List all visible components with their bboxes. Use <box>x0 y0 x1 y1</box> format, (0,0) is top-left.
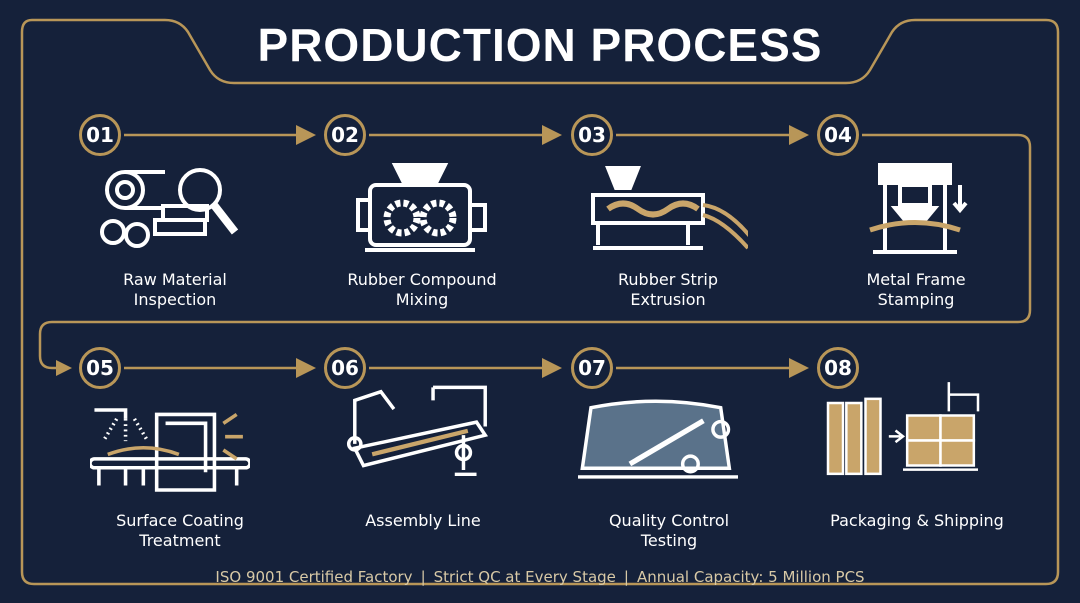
label-line: Raw Material <box>123 270 227 289</box>
stamping-press-icon <box>869 163 968 254</box>
label-line: Treatment <box>139 531 221 550</box>
outer-border <box>20 18 1060 586</box>
label-line: Testing <box>640 531 698 550</box>
label-line: Packaging & Shipping <box>830 511 1004 530</box>
step-label-08: Packaging & Shipping <box>807 511 1027 531</box>
materials-magnifier-icon <box>100 168 239 248</box>
label-line: Stamping <box>877 290 955 309</box>
footer-qc: Strict QC at Every Stage <box>433 568 616 586</box>
step-number-05: 05 <box>79 347 121 389</box>
arrowhead <box>542 125 562 145</box>
arrowhead <box>296 358 316 378</box>
label-line: Rubber Strip <box>618 270 718 289</box>
step-number-03: 03 <box>571 114 613 156</box>
footer-iso: ISO 9001 Certified Factory <box>215 568 413 586</box>
arrowhead <box>789 358 809 378</box>
robot-arm-assembly-icon <box>346 385 489 477</box>
footer-capacity: Annual Capacity: 5 Million PCS <box>636 568 865 586</box>
step-number-01: 01 <box>79 114 121 156</box>
page-title: PRODUCTION PROCESS <box>257 19 823 71</box>
step-number-08: 08 <box>817 347 859 389</box>
label-line: Quality Control <box>608 511 730 530</box>
step-number-04: 04 <box>817 114 859 156</box>
label-line: Metal Frame <box>866 270 966 289</box>
footer: ISO 9001 Certified Factory | Strict QC at … <box>0 568 1080 586</box>
mixer-gears-icon <box>356 163 487 252</box>
arrowhead <box>789 125 809 145</box>
label-line: Assembly Line <box>365 511 481 530</box>
arrowhead <box>56 360 72 376</box>
label-line: Mixing <box>395 290 449 309</box>
step-label-06: Assembly Line <box>313 511 533 531</box>
extruder-icon <box>591 166 748 250</box>
coating-booth-icon <box>90 408 250 492</box>
step-number-07: 07 <box>571 347 613 389</box>
arrowhead <box>542 358 562 378</box>
connector-04-05 <box>38 133 1032 370</box>
windshield-wiper-icon <box>578 399 738 479</box>
arrowhead <box>296 125 316 145</box>
step-number-06: 06 <box>324 347 366 389</box>
boxes-forklift-icon <box>826 382 980 476</box>
footer-separator: | <box>623 568 629 586</box>
step-number-02: 02 <box>324 114 366 156</box>
label-line: Surface Coating <box>116 511 244 530</box>
label-line: Inspection <box>133 290 217 309</box>
label-line: Extrusion <box>630 290 706 309</box>
label-line: Rubber Compound <box>347 270 497 289</box>
footer-separator: | <box>420 568 426 586</box>
